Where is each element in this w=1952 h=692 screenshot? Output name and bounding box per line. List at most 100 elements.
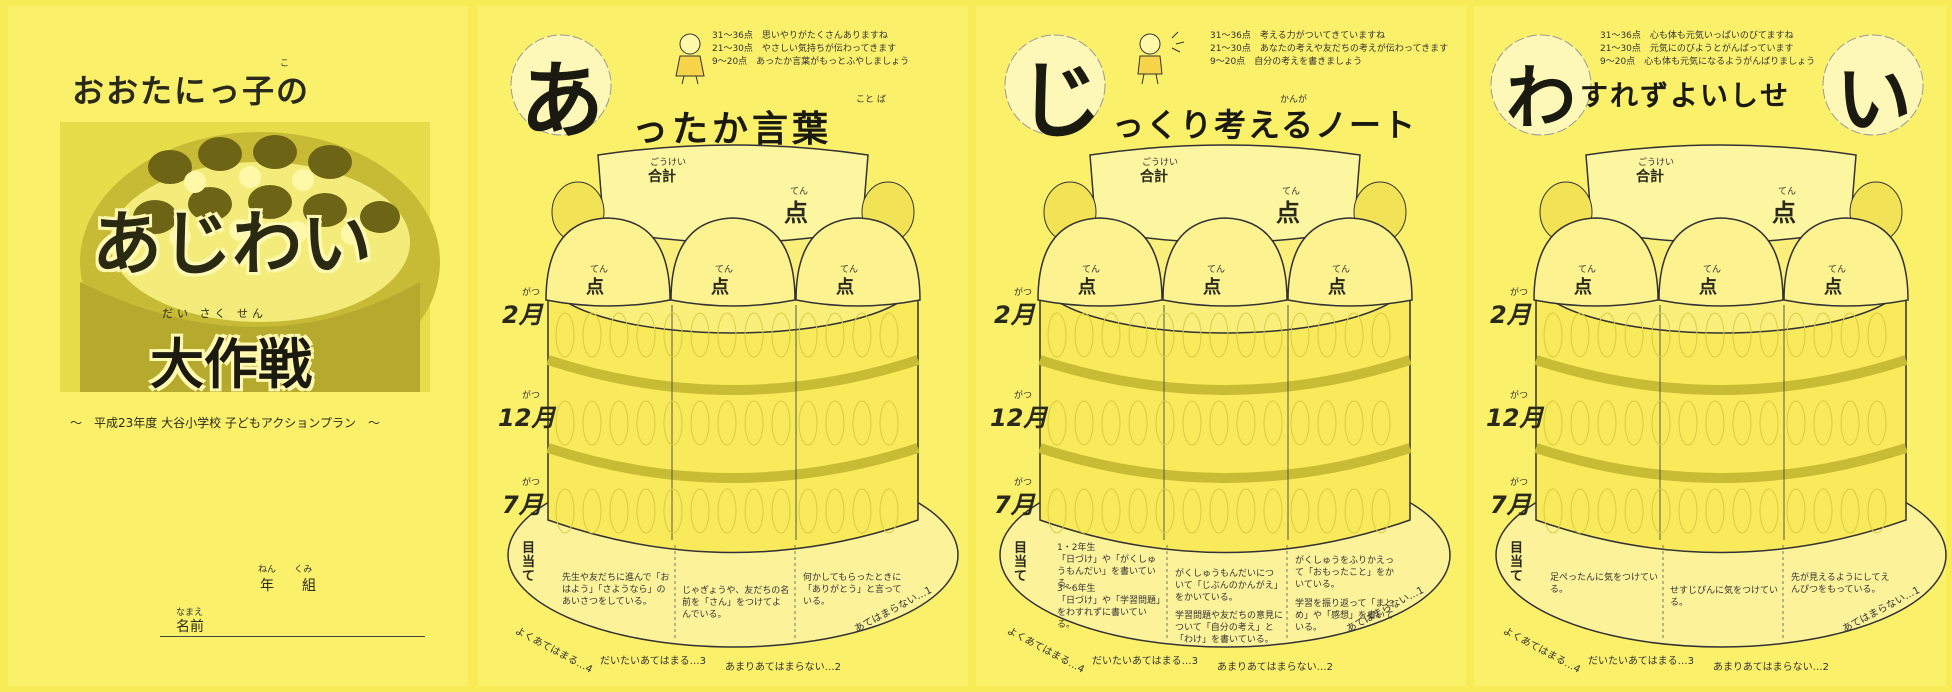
cake-pattern	[1732, 312, 1752, 358]
goal-text: 学習問題や友だちの意見について「自分の考え」と「わけ」を書いている。	[1175, 611, 1284, 645]
cake-pattern	[582, 400, 602, 446]
total-point: 点	[1276, 199, 1300, 227]
cake-band	[1038, 443, 1412, 483]
cake-pattern	[1263, 488, 1283, 534]
panel1-legend: 31～36点 思いやりがたくさんありますね 21～30点 やさしい気持ちが伝わっ…	[712, 30, 909, 69]
legend-line: 9～20点 あったか言葉がもっとふやしましょう	[712, 57, 910, 67]
panel3-title-rest: すれずよいしせ	[1580, 79, 1791, 112]
point-ruby: てん	[1828, 265, 1847, 275]
goal-note: 3～6年生	[1057, 584, 1096, 594]
cake-pattern	[1236, 312, 1256, 358]
cake-pattern	[852, 400, 872, 446]
month-ruby: がつ	[1510, 391, 1529, 401]
cake-pattern	[1317, 312, 1337, 358]
cover-title-ruby: こ	[280, 59, 290, 69]
cake-pattern	[1759, 488, 1779, 534]
cake-pattern	[1840, 400, 1860, 446]
score-scoop	[1287, 217, 1413, 307]
panel1-title-ruby: こと ば	[856, 95, 886, 105]
cake-pattern	[1317, 400, 1337, 446]
point-ruby: てん	[1778, 187, 1797, 197]
cake-pattern	[1209, 488, 1229, 534]
panel3-title-big-1: わ	[1506, 57, 1576, 139]
cover-main-title-2-ruby: だい さく せん	[162, 307, 267, 320]
cake-pattern	[1371, 400, 1391, 446]
cake-band	[546, 355, 920, 395]
cake-pattern	[1786, 400, 1806, 446]
cake-pattern	[1182, 312, 1202, 358]
cake-pattern	[1813, 312, 1833, 358]
cake-pattern	[879, 488, 899, 534]
goal-text: 何かしてもらったときに「ありがとう」と言っている。	[803, 573, 902, 607]
score-scoop	[670, 217, 796, 307]
cake-pattern	[1543, 312, 1563, 358]
cake-pattern	[717, 312, 737, 358]
total-ruby: ごうけい	[1142, 158, 1179, 168]
scallop-badge	[1490, 34, 1592, 136]
month-label: 12月	[990, 404, 1048, 432]
scoop-point: 点	[586, 277, 604, 298]
goal-text: 足ぺったんに気をつけている。	[1550, 573, 1659, 595]
goal-label: 目当て	[1510, 541, 1524, 584]
cake-pattern	[1624, 488, 1644, 534]
score-scoop	[1037, 217, 1163, 307]
cake-pattern	[1128, 312, 1148, 358]
cake-pattern	[1047, 400, 1067, 446]
name-underline	[160, 636, 425, 637]
legend-line: 31～36点 思いやりがたくさんありますね	[712, 31, 888, 41]
month-label: 2月	[1490, 301, 1531, 329]
cake-pattern	[771, 400, 791, 446]
cake-pattern	[1651, 312, 1671, 358]
cake-pattern	[1182, 488, 1202, 534]
cake-pattern	[690, 488, 710, 534]
scoop-point: 点	[836, 277, 854, 298]
cake-band	[1534, 443, 1908, 483]
cake-pattern	[1705, 400, 1725, 446]
panel1-title-big: あ	[520, 52, 605, 150]
month-ruby: がつ	[1014, 288, 1033, 298]
cover-title: おおたにっ子の	[72, 72, 311, 110]
cake-pattern	[1786, 488, 1806, 534]
point-ruby: てん	[1578, 265, 1597, 275]
cake-pattern	[690, 400, 710, 446]
cake-pattern	[744, 488, 764, 534]
cake-pattern	[1290, 488, 1310, 534]
cake-pattern	[1209, 400, 1229, 446]
month-label: 12月	[498, 404, 556, 432]
scoop-point: 点	[1574, 277, 1592, 298]
cake-pattern	[636, 400, 656, 446]
goal-text: せすじぴんに気をつけている。	[1670, 586, 1779, 608]
legend-line: 9～20点 自分の考えを書きましょう	[1210, 57, 1363, 67]
cake-pattern	[609, 400, 629, 446]
panel2-title-big: じ	[1018, 52, 1103, 150]
panel3-title-big-2: い	[1836, 55, 1912, 144]
cake-pattern	[582, 488, 602, 534]
point-ruby: てん	[1703, 265, 1722, 275]
month-label: 2月	[994, 301, 1035, 329]
scoop-point: 点	[1699, 277, 1717, 298]
cake-2	[999, 144, 1451, 648]
month-label: 12月	[1486, 404, 1544, 432]
scoop-point: 点	[1824, 277, 1842, 298]
cake-pattern	[1074, 312, 1094, 358]
month-ruby: がつ	[1014, 391, 1033, 401]
total-label: 合計	[1636, 169, 1664, 185]
cake-pattern	[609, 312, 629, 358]
scoop-point: 点	[1328, 277, 1346, 298]
cake-pattern	[1597, 400, 1617, 446]
cake-pattern	[1155, 488, 1175, 534]
cake-pattern	[825, 312, 845, 358]
score-scoop	[1533, 217, 1659, 307]
scale-item: だいたいあてはまる…3	[1092, 656, 1198, 667]
score-scoop	[1783, 217, 1909, 307]
panel2-legend: 31～36点 考える力がついてきていますね 21～30点 あなたの考えや友だちの…	[1210, 30, 1448, 69]
cake-pattern	[1732, 488, 1752, 534]
cake-pattern	[825, 488, 845, 534]
month-ruby: がつ	[1510, 288, 1529, 298]
cake-pattern	[1128, 400, 1148, 446]
class-ruby: ねん くみ	[258, 565, 313, 575]
cake-1	[507, 144, 959, 648]
scoop-point: 点	[1078, 277, 1096, 298]
cake-pattern	[1101, 488, 1121, 534]
